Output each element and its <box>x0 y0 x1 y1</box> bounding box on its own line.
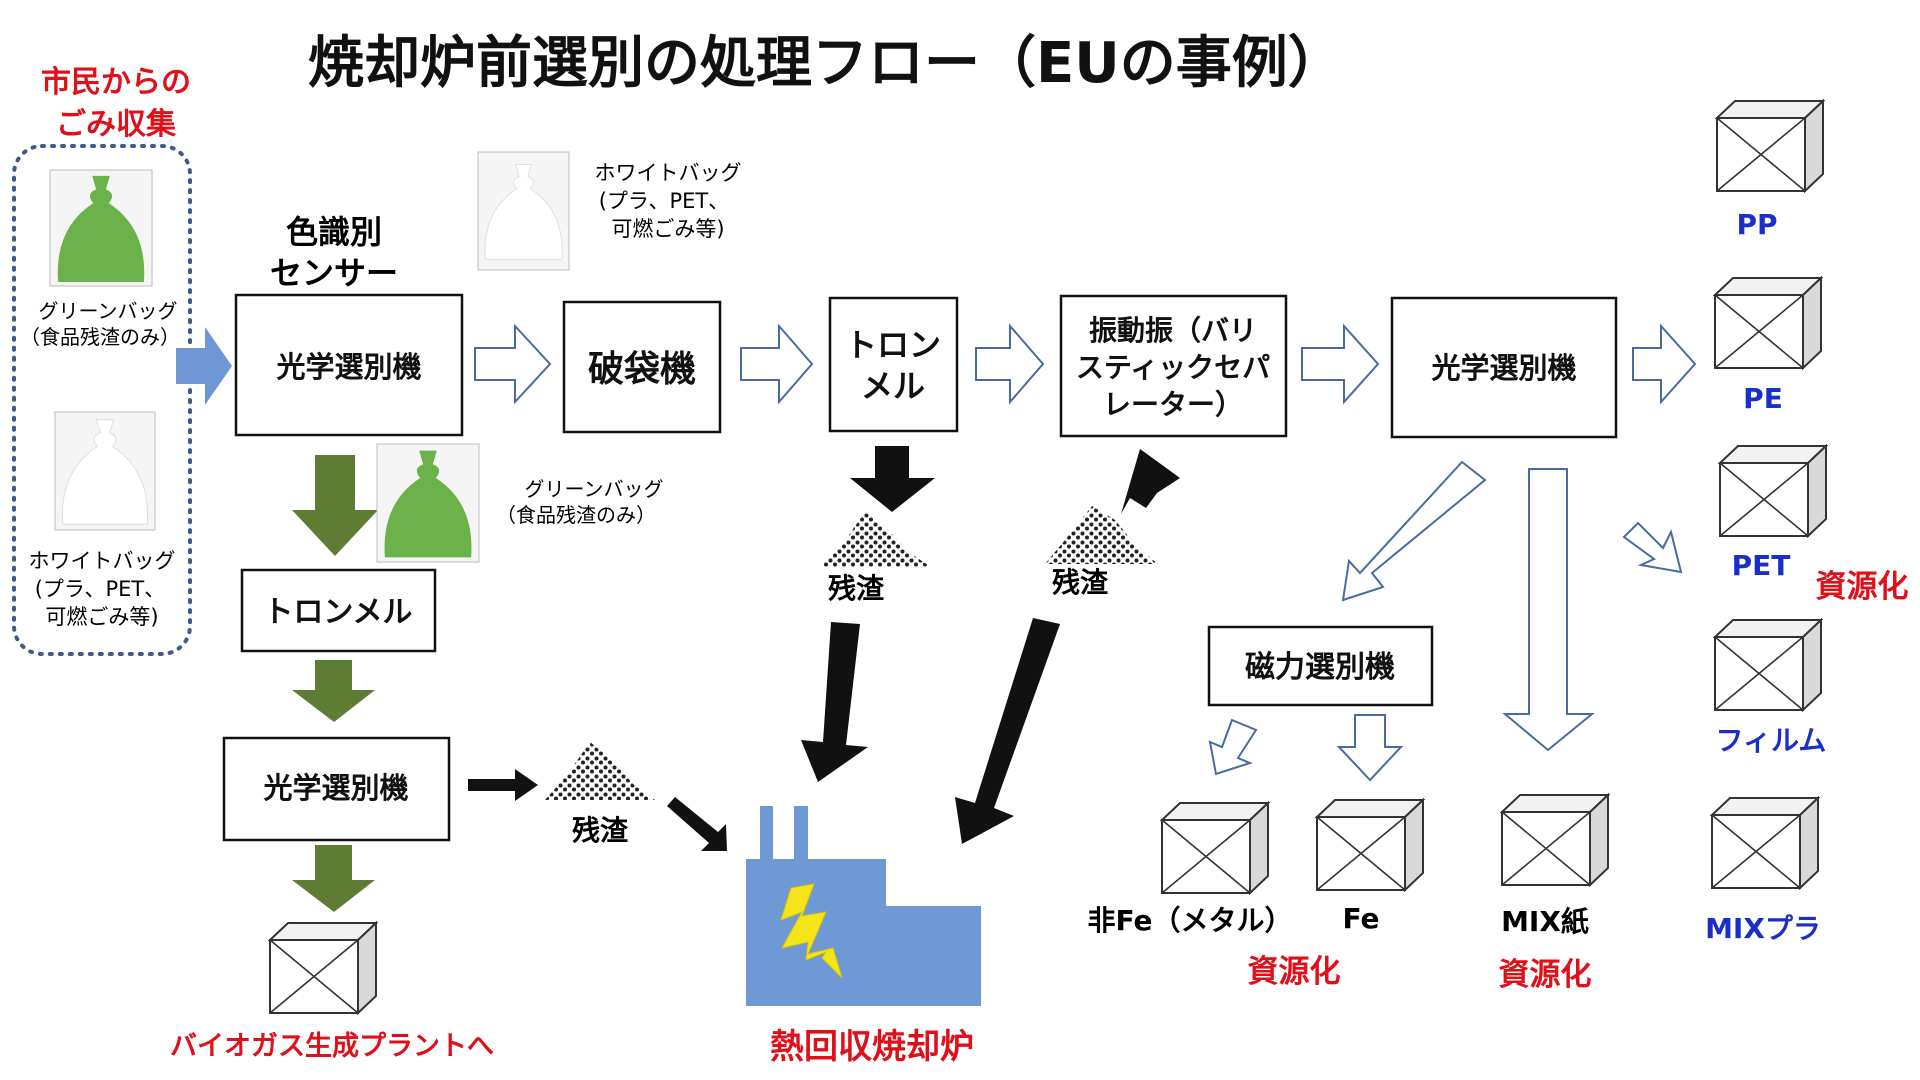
source-white-bag-line2: (プラ、PET、 <box>35 577 166 601</box>
incinerator-icon <box>746 806 981 1006</box>
pe-crate <box>1714 277 1822 369</box>
film-crate <box>1714 619 1822 711</box>
trommel-1-line2: メル <box>861 367 925 405</box>
optical-sorter-3-label: 光学選別機 <box>1431 351 1576 385</box>
trommel1-residue-arrow <box>850 446 935 512</box>
residue-label-2: 残渣 <box>828 572 885 605</box>
to-magnetic-arrow <box>1341 460 1487 602</box>
ballistic-residue-arrow <box>1121 449 1180 514</box>
fe-crate <box>1316 799 1424 891</box>
right-outline-arrows <box>1208 460 1683 782</box>
green-bag-mid-line1: グリーンバッグ <box>525 477 664 501</box>
white-bag-top-icon <box>477 151 570 271</box>
to-mixpaper-arrow <box>1502 468 1595 752</box>
trommel-1-box <box>828 296 959 433</box>
nonfe-crate <box>1161 802 1269 894</box>
green-arrow-3 <box>292 845 375 912</box>
sensor-label-line1: 色識別 <box>286 213 382 251</box>
mixpaper-label: MIX紙 <box>1501 905 1589 938</box>
nonfe-label: 非Fe（メタル） <box>1088 904 1293 937</box>
white-bag-icon <box>54 411 156 531</box>
biogas-crate <box>269 922 377 1014</box>
furnace-label: 熱回収焼却炉 <box>770 1027 974 1067</box>
flow-arrow-3 <box>975 323 1045 405</box>
white-bag-top-line1: ホワイトバッグ <box>595 161 742 185</box>
residue-label-3: 残渣 <box>1052 566 1109 599</box>
input-arrow <box>176 327 232 405</box>
residue-label-1: 残渣 <box>572 814 629 847</box>
sensor-label-line2: センサー <box>270 254 398 292</box>
source-label-line2: ごみ収集 <box>56 107 177 142</box>
residue-arrow-opt2 <box>468 769 538 801</box>
residue-pile-1: 残渣 <box>545 742 655 847</box>
green-arrow-2 <box>292 660 375 722</box>
fe-label: Fe <box>1343 902 1380 935</box>
optical-sorter-1-label: 光学選別機 <box>276 350 421 384</box>
flow-arrow-1 <box>474 323 552 405</box>
mixpla-crate <box>1711 797 1819 889</box>
green-bag-icon <box>49 169 153 287</box>
residue-pile-3: 残渣 <box>1045 506 1158 599</box>
source-group: 市民からの ごみ収集 グリーンバッグ （食品残渣のみ） ホワイトバッグ (プラ、… <box>12 65 192 656</box>
ballistic-separator-box <box>1059 294 1288 438</box>
green-bag-mid-icon <box>376 443 480 563</box>
optical-sorter-1-box <box>234 293 464 437</box>
residue1-furnace-arrow <box>667 797 727 851</box>
pet-label: PET <box>1732 549 1791 582</box>
recycle-label-paper: 資源化 <box>1499 957 1592 993</box>
source-white-bag-line1: ホワイトバッグ <box>29 549 176 573</box>
trommel-1-line1: トロン <box>845 326 941 364</box>
bag-breaker-box <box>562 300 722 434</box>
top-flow-arrows <box>474 323 1697 405</box>
optical-sorter-3-box <box>1390 296 1618 439</box>
white-bag-top-line3: 可燃ごみ等) <box>611 217 724 241</box>
flow-arrow-4 <box>1301 323 1380 405</box>
green-arrow-1 <box>292 455 378 556</box>
to-nonfe-arrow <box>1208 718 1258 776</box>
source-dotted-frame <box>12 144 192 656</box>
source-green-bag-line2: （食品残渣のみ） <box>20 325 180 349</box>
white-bag-top-line2: (プラ、PET、 <box>599 189 730 213</box>
magnetic-sorter-label: 磁力選別機 <box>1245 650 1395 685</box>
residue3-furnace-arrow <box>955 618 1060 844</box>
residue-pile-2: 残渣 <box>820 512 931 605</box>
green-branch-arrows <box>292 455 378 912</box>
trommel-2-box <box>240 568 437 653</box>
recycle-label-metal: 資源化 <box>1248 954 1341 990</box>
source-white-bag-line3: 可燃ごみ等) <box>45 605 158 629</box>
mixpla-label: MIXプラ <box>1705 912 1821 945</box>
mixpaper-crate <box>1501 794 1609 886</box>
optical-sorter-2-label: 光学選別機 <box>263 771 408 805</box>
flow-arrow-5 <box>1632 323 1697 405</box>
flow-arrow-2 <box>740 323 814 405</box>
recycle-label-pet: 資源化 <box>1816 569 1909 605</box>
green-bag-mid-line2: （食品残渣のみ） <box>496 503 656 527</box>
to-pet-arrow <box>1622 521 1683 574</box>
pet-crate <box>1719 445 1827 537</box>
film-label: フィルム <box>1716 724 1827 757</box>
to-fe-arrow <box>1336 714 1404 782</box>
ballistic-separator-line2: スティックセパ <box>1076 351 1270 384</box>
lightning-bolt-icon <box>780 883 843 979</box>
ballistic-separator-line1: 振動振（バリ <box>1089 314 1257 347</box>
bag-breaker-label: 破袋機 <box>588 349 696 390</box>
ballistic-separator-line3: レーター） <box>1103 388 1243 421</box>
source-green-bag-line1: グリーンバッグ <box>39 299 178 323</box>
pp-label: PP <box>1736 208 1777 241</box>
residue2-furnace-arrow <box>801 622 868 782</box>
optical-sorter-2-box <box>222 736 451 842</box>
magnetic-sorter-box <box>1207 625 1434 707</box>
pe-label: PE <box>1743 382 1783 415</box>
biogas-label: バイオガス生成プラントへ <box>170 1031 494 1062</box>
trommel-2-label: トロンメル <box>263 595 412 630</box>
pp-crate <box>1716 100 1824 192</box>
page-title: 焼却炉前選別の処理フロー（EUの事例） <box>308 31 1344 96</box>
source-label-line1: 市民からの <box>41 65 191 100</box>
